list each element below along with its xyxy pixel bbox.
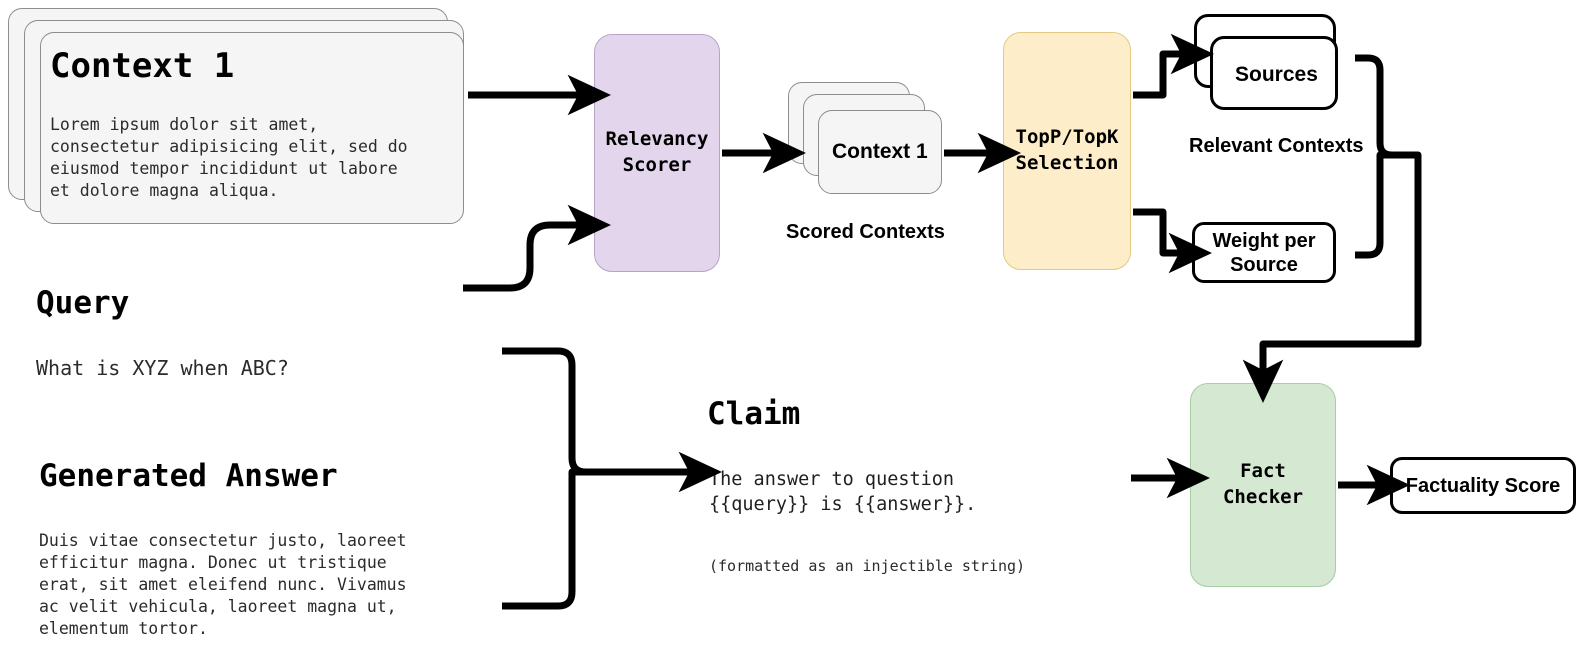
topp-topk-selection-block[interactable]: TopP/TopK Selection — [1003, 32, 1131, 270]
factuality-score-box[interactable]: Factuality Score — [1390, 457, 1576, 514]
sources-card-label: Sources — [1235, 63, 1318, 86]
arrow-selection-to-sources — [1133, 33, 1214, 99]
relevancy-scorer-block[interactable]: Relevancy Scorer — [594, 34, 720, 272]
scored-context-card-label: Context 1 — [832, 140, 928, 163]
scored-contexts-caption: Scored Contexts — [786, 221, 945, 243]
sources-card-front[interactable] — [1210, 36, 1338, 110]
arrow-selection-to-weight — [1133, 208, 1212, 274]
fact-checker-block[interactable]: Fact Checker — [1190, 383, 1336, 587]
arrow-query-to-scorer — [463, 204, 611, 292]
generated-answer-heading: Generated Answer — [39, 458, 338, 494]
context-card-front[interactable] — [40, 32, 464, 224]
context-card-body: Lorem ipsum dolor sit amet, consectetur … — [50, 115, 408, 200]
query-heading: Query — [36, 285, 130, 321]
context-card-title: Context 1 — [50, 46, 235, 86]
claim-note: (formatted as an injectible string) — [709, 557, 1026, 575]
query-text: What is XYZ when ABC? — [36, 356, 289, 380]
relevant-contexts-caption: Relevant Contexts — [1189, 135, 1364, 157]
weight-per-source-box[interactable]: Weight per Source — [1192, 222, 1336, 283]
claim-text: The answer to question {{query}} is {{an… — [709, 469, 977, 515]
merge-brace-left — [502, 347, 590, 610]
claim-heading: Claim — [707, 396, 801, 432]
generated-answer-text: Duis vitae consectetur justo, laoreet ef… — [39, 531, 407, 638]
scored-context-card-front[interactable] — [818, 110, 942, 194]
